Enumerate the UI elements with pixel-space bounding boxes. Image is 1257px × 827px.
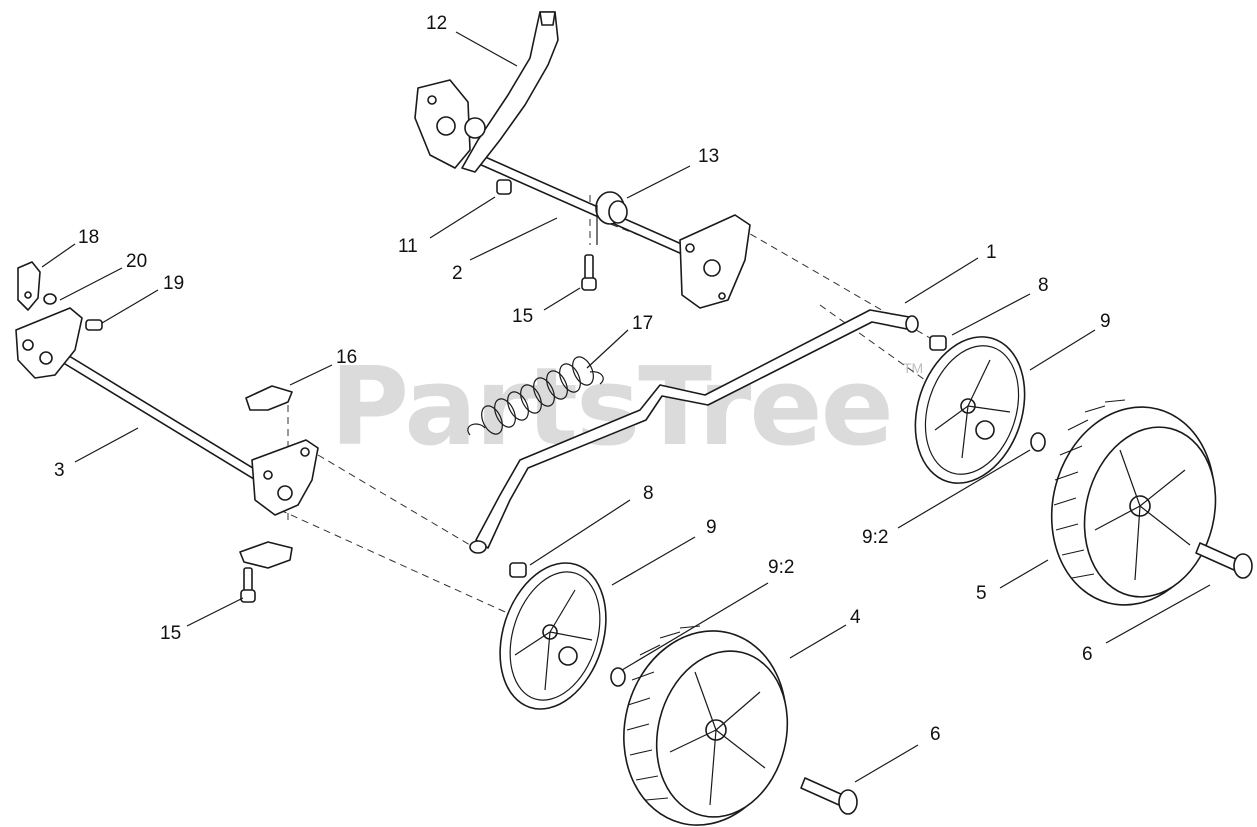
callout-4: 4 <box>850 607 861 628</box>
clip-16 <box>245 385 293 411</box>
callout-2: 2 <box>452 263 463 284</box>
callout-9-lower: 9 <box>706 517 717 538</box>
callout-17: 17 <box>632 313 654 334</box>
clip-lower <box>239 541 293 569</box>
alignment-lines <box>279 195 931 631</box>
callout-16: 16 <box>336 347 358 368</box>
washer-20 <box>43 293 57 305</box>
height-adjust-lever <box>461 11 559 173</box>
middle-bracket-plate <box>251 439 319 516</box>
washer-9-2-upper <box>1030 432 1046 452</box>
callout-15-lower: 15 <box>160 623 182 644</box>
lower-axle <box>51 347 267 485</box>
callout-1: 1 <box>986 242 997 263</box>
callout-18: 18 <box>78 227 100 248</box>
callout-8-upper: 8 <box>1038 275 1049 296</box>
callout-6-upper: 6 <box>1082 644 1093 665</box>
trademark-mark: TM <box>903 360 924 376</box>
bolt-15-lower <box>240 567 256 603</box>
callout-20: 20 <box>126 251 148 272</box>
axle-bolt-6-lower <box>800 777 858 815</box>
callout-11: 11 <box>398 236 418 257</box>
bolt-8-upper <box>929 335 947 351</box>
bolt-11 <box>496 179 512 195</box>
callout-3: 3 <box>54 460 65 481</box>
washer-9-2-lower <box>610 667 626 687</box>
bolt-15-upper <box>581 254 597 291</box>
right-bracket-plate <box>679 214 751 309</box>
callout-8-lower: 8 <box>643 483 654 504</box>
bracket-18 <box>17 261 41 311</box>
callout-13: 13 <box>698 146 720 167</box>
hubcap-9-lower <box>499 562 607 710</box>
screw-19 <box>85 319 103 331</box>
left-end-plate <box>15 307 83 379</box>
bolt-8-lower <box>509 562 527 578</box>
callout-19: 19 <box>163 273 185 294</box>
callout-9-2-lower: 9:2 <box>768 557 795 578</box>
leader-lines <box>41 31 1211 783</box>
axle-bolt-6-upper <box>1195 542 1253 579</box>
callout-15-upper: 15 <box>512 306 534 327</box>
callout-9-upper: 9 <box>1100 311 1111 332</box>
hubcap-9-upper <box>914 336 1026 484</box>
callout-12: 12 <box>426 13 448 34</box>
spring-17 <box>467 356 604 436</box>
callout-6-lower: 6 <box>930 724 941 745</box>
lever-plate <box>414 79 486 169</box>
front-wheel-4 <box>623 625 789 826</box>
callout-5: 5 <box>976 583 987 604</box>
connecting-rod-1 <box>469 309 919 554</box>
upper-axle <box>469 151 705 263</box>
bushing-13 <box>595 191 628 245</box>
rear-wheel-5 <box>1050 399 1217 606</box>
callout-9-2-upper: 9:2 <box>862 527 889 548</box>
